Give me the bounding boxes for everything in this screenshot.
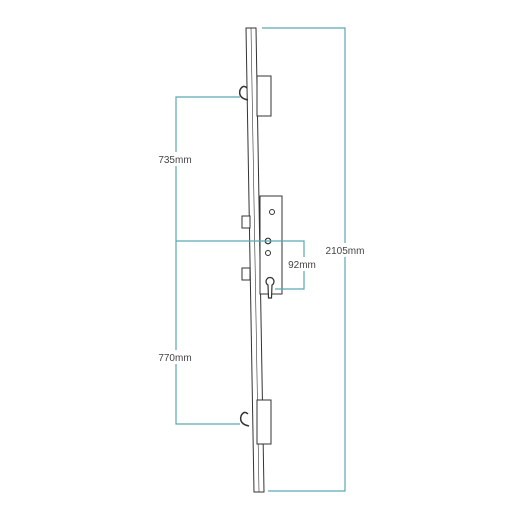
central-gearbox xyxy=(241,195,283,299)
top-hook-bolt xyxy=(238,75,272,117)
euro-cylinder-icon xyxy=(265,277,275,299)
backset-label: 92mm xyxy=(288,260,316,271)
bottom-hook-housing xyxy=(256,399,272,445)
top-hook-housing xyxy=(256,75,272,117)
label-bg-735 xyxy=(152,152,198,166)
screw-hole-icon xyxy=(269,209,275,215)
hook-spacing-bottom-label: 770mm xyxy=(158,353,191,364)
top-hook-dimension-line xyxy=(175,96,286,242)
hook-spacing-top-label: 735mm xyxy=(158,155,191,166)
bottom-hook-bolt xyxy=(239,399,272,445)
top-hook-icon xyxy=(238,85,249,101)
label-bg-770 xyxy=(152,350,198,364)
bottom-hook-dimension-line xyxy=(175,241,240,425)
overall-length-label: 2105mm xyxy=(326,246,365,257)
gearbox-upper-tab xyxy=(241,215,251,229)
bottom-hook-icon xyxy=(239,411,250,427)
overall-length-dimension-line xyxy=(262,27,346,492)
follower-lower-hole-icon xyxy=(265,250,271,256)
gearbox-lower-tab xyxy=(241,267,251,281)
label-bg-2105 xyxy=(320,243,370,257)
label-bg-92 xyxy=(288,257,322,271)
